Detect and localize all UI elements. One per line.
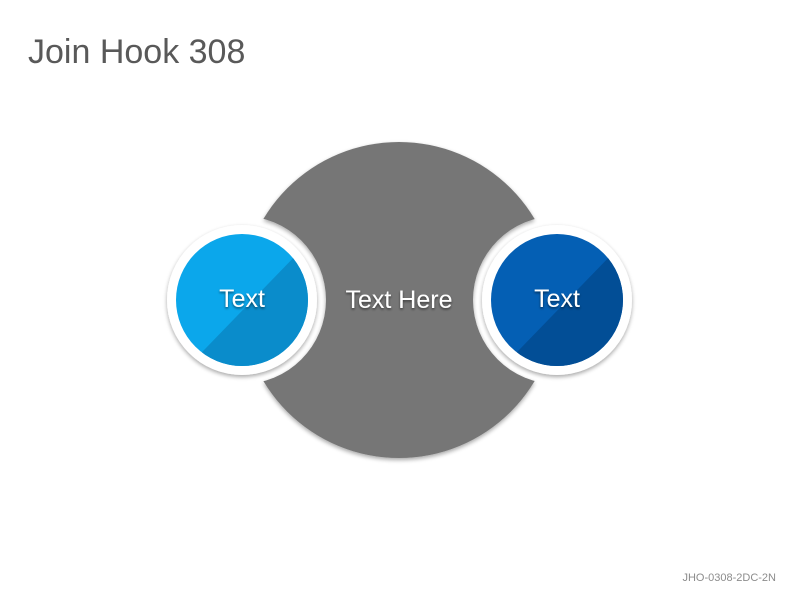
left-circle-label: Text (219, 285, 265, 313)
center-label: Text Here (346, 286, 453, 314)
right-circle (482, 225, 632, 375)
center-hook-shape (241, 142, 557, 458)
slide-code: JHO-0308-2DC-2N (682, 572, 776, 584)
slide-title: Join Hook 308 (28, 33, 246, 71)
right-circle-label: Text (534, 285, 580, 313)
left-circle (167, 225, 317, 375)
